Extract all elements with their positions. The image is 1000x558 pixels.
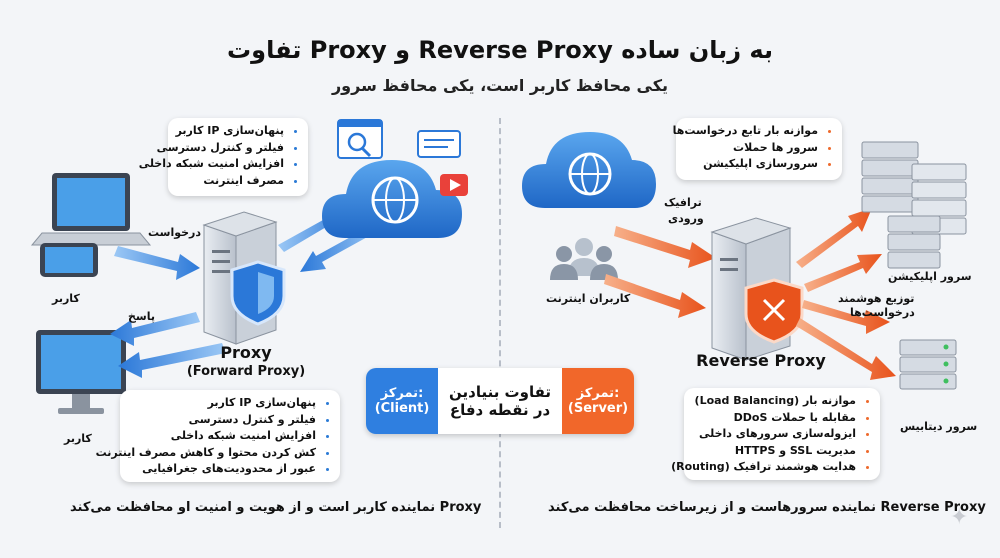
app-server-label: سرور اپلیکیشن [888, 270, 972, 283]
proxy-features-card-bottom: پنهان‌سازی IP کاربر فیلتر و کنترل دسترسی… [96, 390, 340, 482]
list-item: افزایش امنیت شبکه داخلی [128, 428, 316, 445]
phone-icon [40, 243, 98, 277]
proxy-name: Proxy [220, 343, 272, 362]
list-item: سرورسازی اپلیکیشن [684, 156, 818, 173]
database-server-icon [899, 339, 957, 390]
response-arrow-2 [118, 343, 226, 378]
request-label: درخواست [148, 226, 202, 239]
internet-cloud-icon [522, 132, 656, 208]
response-arrow [110, 312, 200, 346]
list-item: موازنه بار (Load Balancing) [692, 393, 856, 410]
difference-panel: تفاوت بنیادین در نقطه دفاع [438, 368, 562, 434]
proxy-features-card-top: پنهان‌سازی IP کاربر فیلتر و کنترل دسترسی… [139, 118, 308, 196]
list-item: کش کردن محتوا و کاهش مصرف اینترنت [96, 445, 316, 462]
reverse-proxy-name: Reverse Proxy [696, 351, 826, 370]
request-arrow [114, 246, 200, 280]
list-item: مقابله با حملات DDoS [692, 410, 856, 427]
server-focus-label: تمرکز: [576, 386, 620, 401]
reverse-proxy-footer: Reverse Proxy نماینده سرورهاست و از زیرس… [548, 500, 986, 515]
difference-line-1: تفاوت بنیادین [448, 383, 552, 401]
incoming-arrow [614, 226, 716, 268]
incoming-arrow-2 [604, 274, 706, 318]
list-item: مدیریت SSL و HTTPS [692, 443, 856, 460]
list-item: افزایش امنیت شبکه داخلی [139, 156, 284, 173]
center-divider [499, 118, 501, 528]
message-icon [417, 130, 461, 158]
list-item: فیلتر و کنترل دسترسی [128, 412, 316, 429]
monitor-icon [36, 330, 126, 414]
outgoing-arrow-1 [796, 208, 872, 268]
page-title: تفاوت Proxy و Reverse Proxy به زبان ساده [227, 36, 773, 64]
outgoing-arrow-3 [802, 300, 890, 334]
list-item: موازنه بار تابع درخواست‌ها [673, 123, 818, 140]
user-label-bottom: کاربر [64, 432, 92, 445]
web-browser-icon [337, 119, 383, 159]
cloud-globe-icon [322, 160, 462, 238]
sparkle-icon: ✦ [950, 505, 969, 530]
list-item: سرور ها حملات [684, 140, 818, 157]
server-label: (Server) [567, 401, 629, 416]
reverse-proxy-features-card-bottom: موازنه بار (Load Balancing) مقابله با حم… [671, 388, 880, 480]
list-item: عبور از محدودیت‌های جغرافیایی [128, 461, 316, 478]
page-subtitle: یکی محافظ کاربر است، یکی محافظ سرور [331, 76, 669, 95]
focus-comparison-box: تمرکز: (Client) تفاوت بنیادین در نقطه دف… [366, 368, 634, 434]
client-focus-label: تمرکز: [380, 386, 424, 401]
distribute-label: توزیع هوشمند [838, 292, 915, 305]
list-item: ایزوله‌سازی سرورهای داخلی [692, 426, 856, 443]
reverse-proxy-features-card-top: موازنه بار تابع درخواست‌ها سرور ها حملات… [673, 118, 842, 180]
outgoing-arrow-4 [796, 318, 896, 380]
list-item: مصرف اینترنت [176, 173, 284, 190]
video-icon [440, 174, 468, 196]
incoming-traffic-label-2: ورودی [668, 212, 704, 225]
users-icon [550, 238, 618, 280]
user-label-top: کاربر [52, 292, 80, 305]
client-label: (Client) [374, 401, 430, 416]
difference-line-2: در نقطه دفاع [449, 401, 551, 419]
proxy-footer: Proxy نماینده کاربر است و از هویت و امنی… [70, 500, 482, 515]
internet-users-label: کاربران اینترنت [546, 292, 631, 305]
app-server-stack-icon [861, 141, 967, 269]
laptop-icon [30, 173, 152, 246]
proxy-subtitle: (Forward Proxy) [186, 364, 306, 379]
list-item: پنهان‌سازی IP کاربر [176, 123, 284, 140]
client-focus-panel: تمرکز: (Client) [366, 368, 438, 434]
list-item: پنهان‌سازی IP کاربر [128, 395, 316, 412]
db-server-label: سرور دیتابیس [900, 420, 978, 433]
list-item: هدایت هوشمند ترافیک (Routing) [671, 459, 856, 476]
distribute-label-2: درخواست‌ها [850, 306, 915, 319]
server-focus-panel: تمرکز: (Server) [562, 368, 634, 434]
response-label: پاسخ [128, 310, 156, 323]
outgoing-arrow-2 [804, 254, 882, 292]
incoming-traffic-label: ترافیک [664, 196, 702, 209]
list-item: فیلتر و کنترل دسترسی [157, 140, 284, 157]
